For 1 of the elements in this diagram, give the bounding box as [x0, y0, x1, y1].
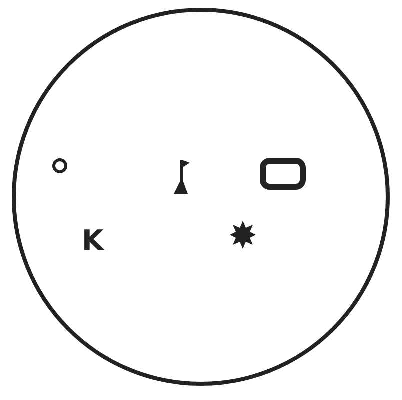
letter-label: K [82, 226, 104, 256]
